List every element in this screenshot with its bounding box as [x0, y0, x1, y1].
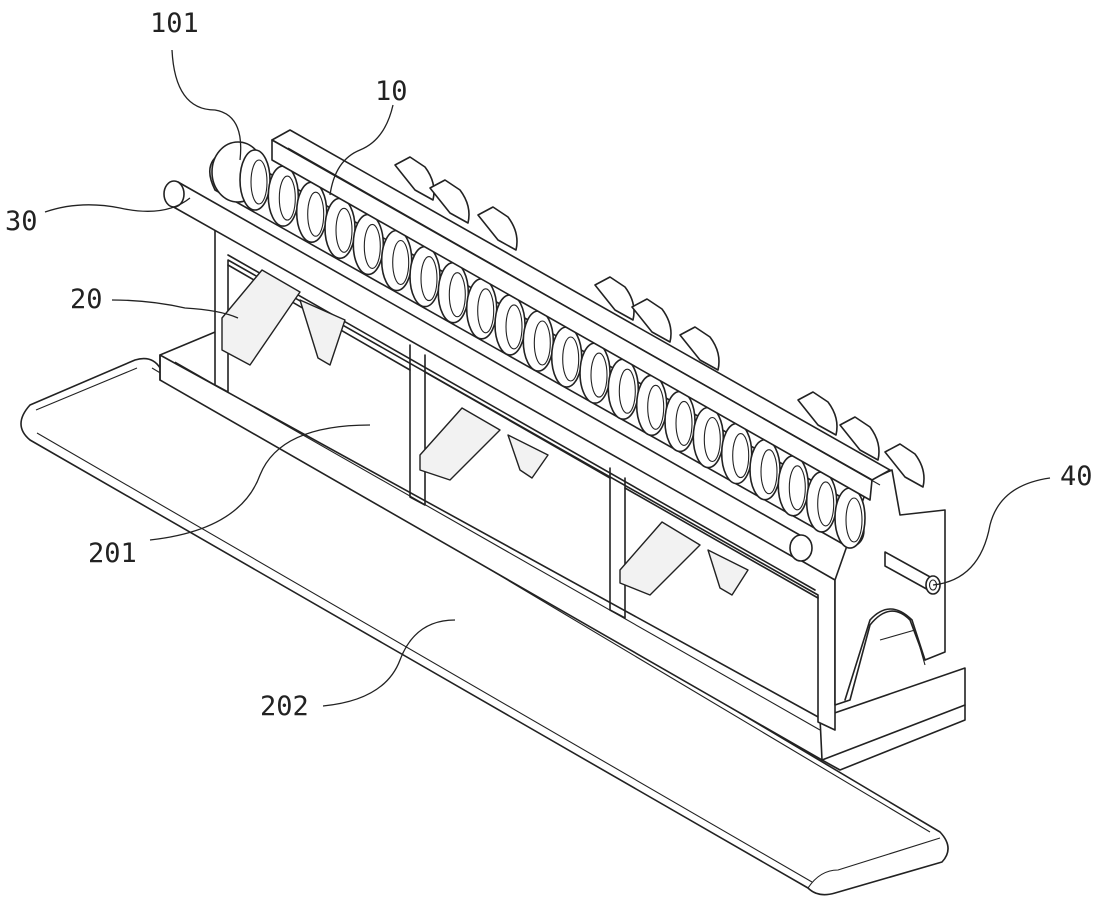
roller-assembly [208, 141, 866, 549]
cutter-teeth [394, 156, 925, 488]
label-40: 40 [1060, 461, 1093, 492]
roller-disc-hub [278, 175, 296, 221]
cutter-tooth [679, 326, 720, 371]
roller-disc-hub [392, 239, 410, 286]
roller-disc-hub [250, 159, 268, 205]
cutter-tooth [884, 443, 925, 488]
cutter-tooth [797, 391, 838, 436]
roller-disc-hub [533, 320, 551, 366]
roller-disc-hub [307, 191, 325, 237]
roller-disc-hub [477, 288, 495, 334]
conveyor-belt [20, 357, 949, 896]
front-bar [163, 180, 813, 562]
label-10: 10 [375, 76, 408, 107]
label-202: 202 [260, 691, 309, 722]
cutter-tooth [839, 416, 880, 461]
roller-disc-hub [335, 207, 353, 253]
label-101: 101 [150, 8, 199, 39]
roller-disc-hub [363, 223, 381, 269]
roller-disc-hub [703, 416, 721, 463]
roller-disc-hub [760, 449, 778, 495]
roller-disc-hub [448, 272, 466, 318]
leader-lines [44, 49, 1051, 707]
label-30: 30 [5, 206, 38, 237]
roller-discs [239, 149, 866, 549]
roller-disc-hub [845, 497, 863, 543]
roller-disc-hub [420, 256, 438, 302]
roller-disc-hub [788, 465, 806, 511]
roller-disc-hub [562, 336, 580, 382]
roller-disc-hub [647, 384, 665, 430]
top-rail [271, 129, 891, 501]
bracket-plates [221, 269, 749, 596]
roller-disc-hub [590, 352, 608, 398]
roller-disc-hub [505, 304, 523, 350]
cutter-tooth [631, 298, 672, 343]
roller-disc-hub [675, 400, 693, 446]
roller-disc-hub [817, 481, 835, 527]
label-201: 201 [88, 538, 137, 569]
cutter-tooth [394, 156, 435, 201]
roller-disc-hub [732, 433, 750, 479]
label-20: 20 [70, 284, 103, 315]
cutter-tooth [477, 206, 518, 251]
cutter-tooth [594, 276, 635, 321]
roller-disc-hub [618, 368, 636, 414]
cutter-tooth [429, 179, 470, 224]
callout-labels: 101 10 30 20 201 202 40 [5, 8, 1093, 722]
